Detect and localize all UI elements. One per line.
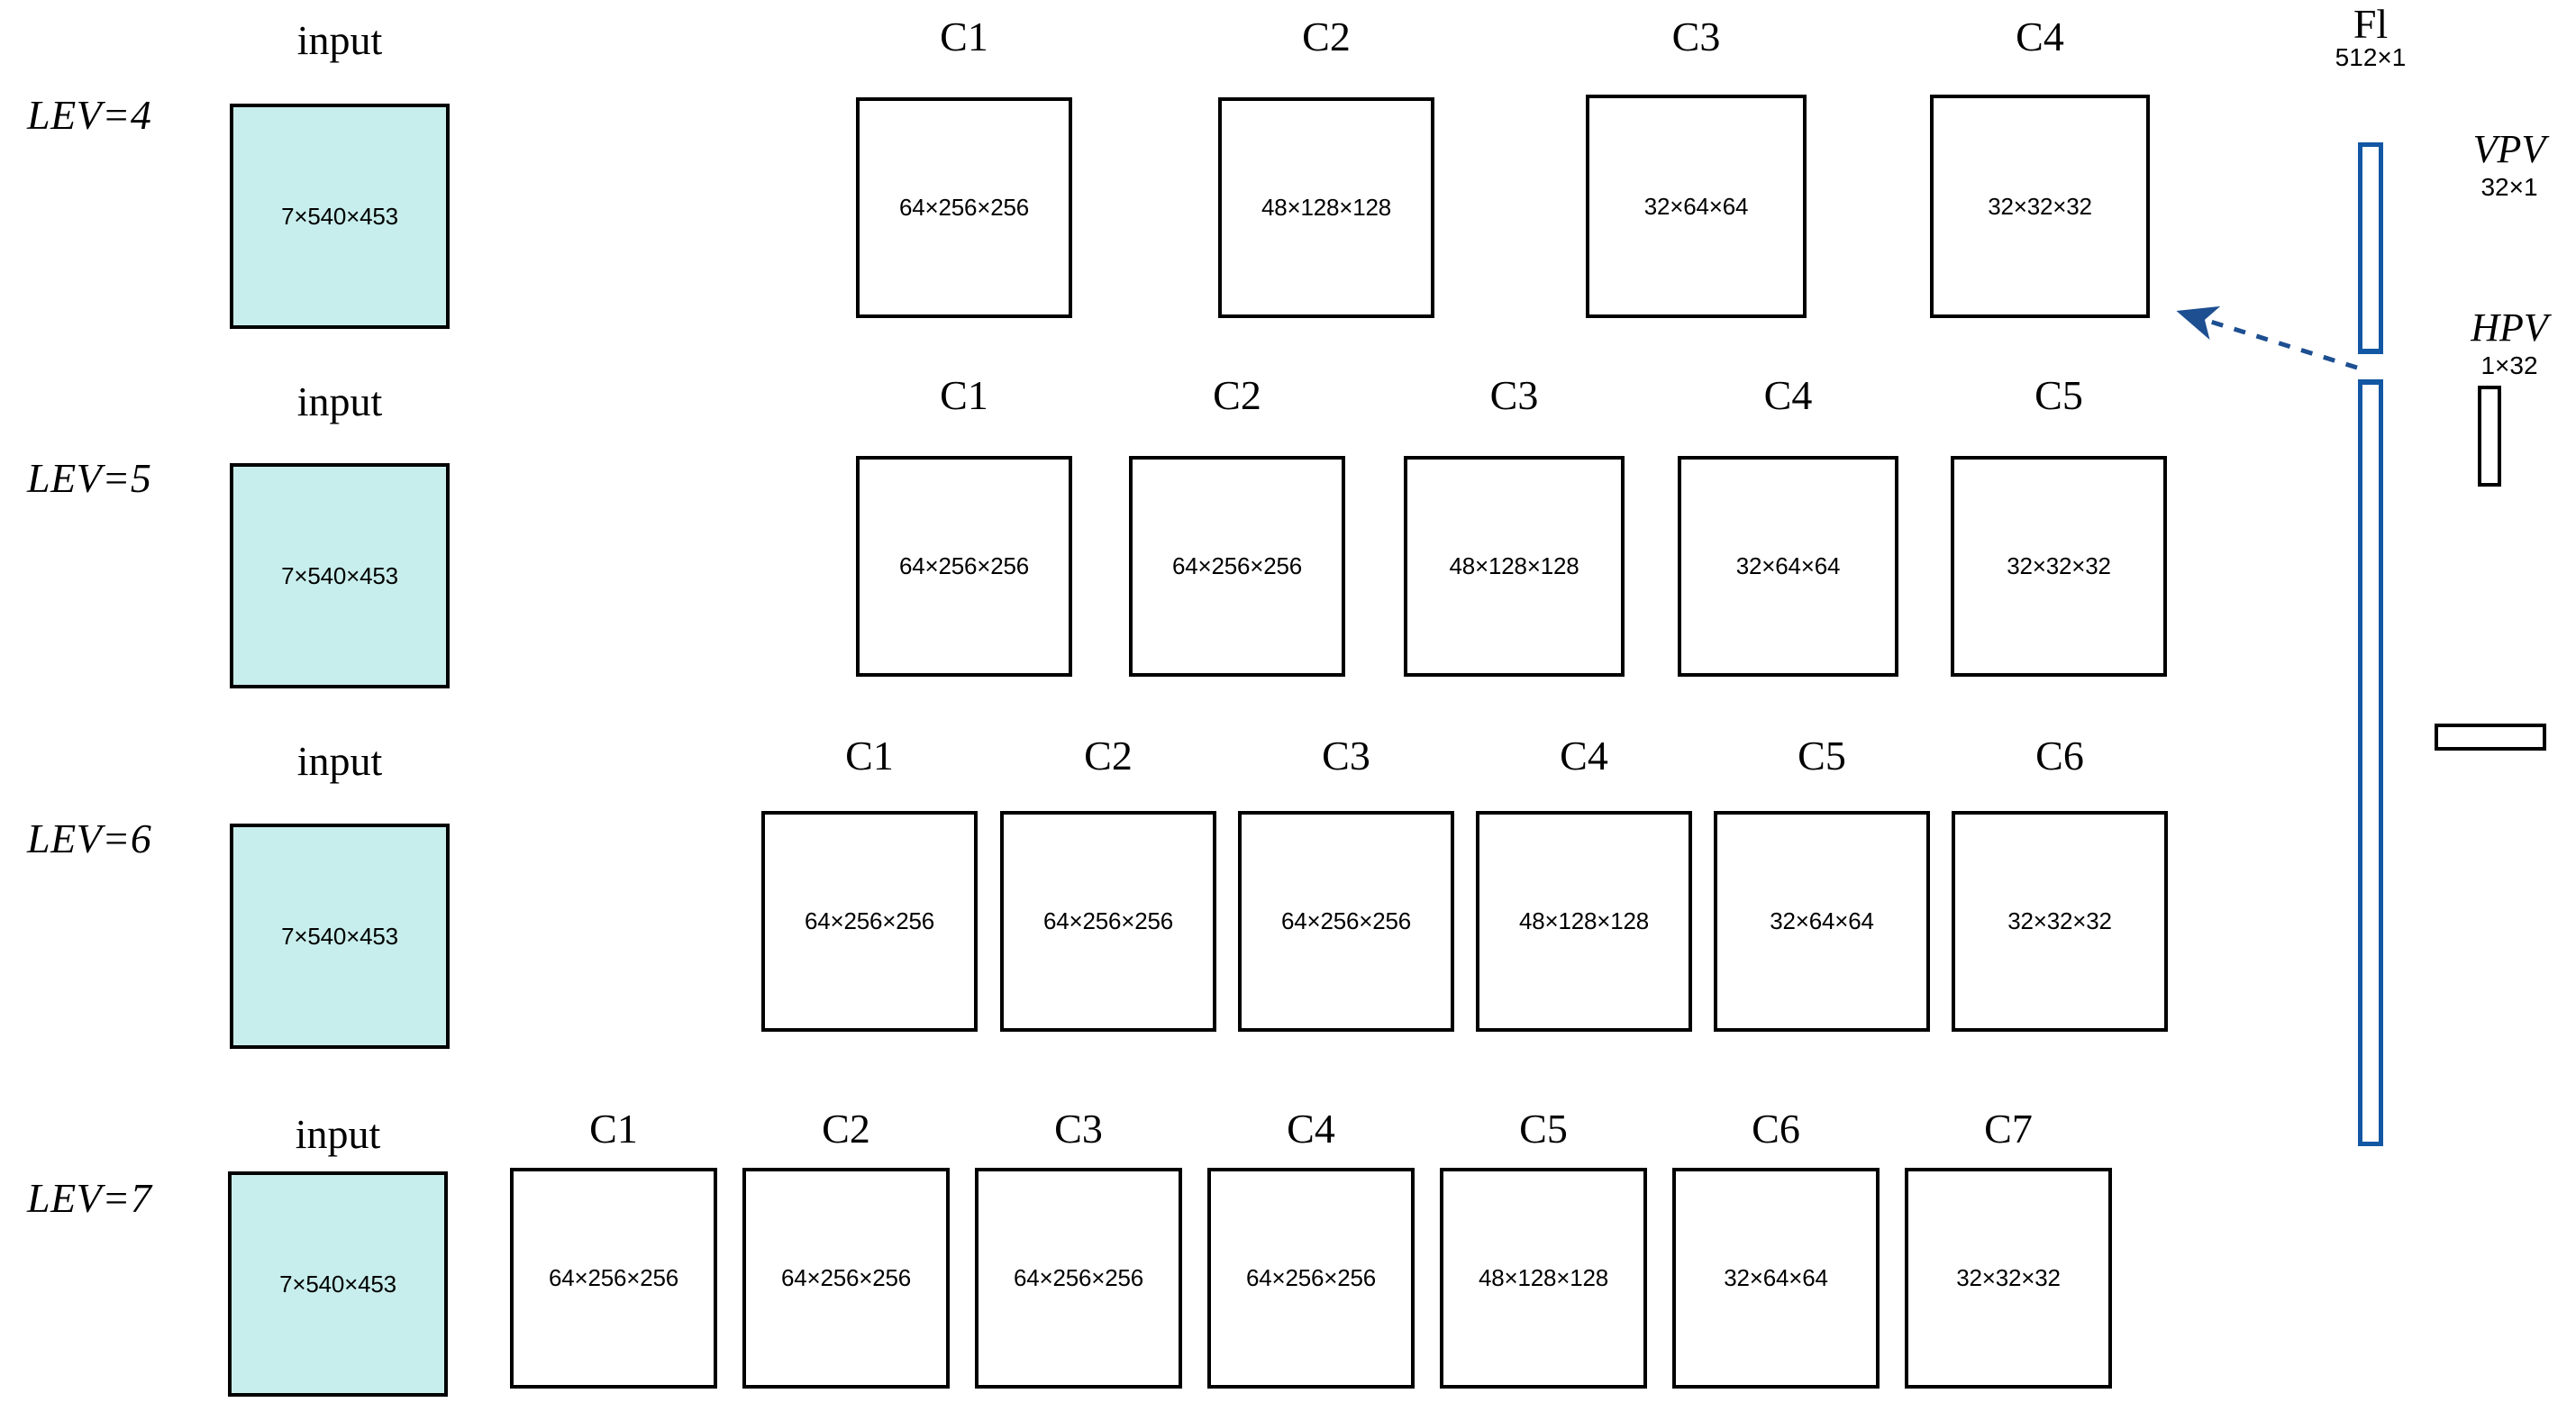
conv-block-row4-c7: 32×32×32 <box>1905 1168 2112 1389</box>
conv-block-row2-c5: 32×32×32 <box>1951 456 2167 677</box>
input-caption-row1: input <box>296 17 383 63</box>
conv-caption-row3-c6: C6 <box>2035 733 2084 779</box>
conv-dims-row4-c6: 32×64×64 <box>1724 1264 1828 1291</box>
vpv-vector-box <box>2478 386 2501 487</box>
conv-dims-row1-c3: 32×64×64 <box>1643 192 1749 220</box>
fi-label: Fl <box>2353 1 2389 47</box>
conv-caption-row4-c4: C4 <box>1287 1106 1335 1152</box>
conv-caption-row3-c2: C2 <box>1084 733 1133 779</box>
conv-caption-row1-c1: C1 <box>940 14 988 59</box>
conv-caption-row4-c5: C5 <box>1519 1106 1568 1152</box>
conv-caption-row4-c3: C3 <box>1054 1106 1103 1152</box>
hpv-label: HPV <box>2471 305 2548 350</box>
conv-caption-row2-c3: C3 <box>1489 372 1539 418</box>
conv-caption-row4-c2: C2 <box>822 1106 870 1152</box>
lev-label-row1: LEV=4 <box>27 92 152 138</box>
conv-caption-row4-c6: C6 <box>1752 1106 1800 1152</box>
vpv-pointer-arrow <box>2176 305 2358 370</box>
vpv-dims: 32×1 <box>2480 173 2538 201</box>
conv-block-row3-c4: 48×128×128 <box>1476 811 1692 1032</box>
conv-dims-row4-c7: 32×32×32 <box>1956 1264 2061 1291</box>
input-block-row3: 7×540×453 <box>230 824 450 1049</box>
conv-caption-row3-c3: C3 <box>1322 733 1370 779</box>
input-dims-row4: 7×540×453 <box>279 1270 396 1298</box>
input-caption-row2: input <box>296 378 383 424</box>
conv-block-row3-c6: 32×32×32 <box>1952 811 2168 1032</box>
conv-block-row2-c1: 64×256×256 <box>856 456 1072 677</box>
conv-dims-row1-c4: 32×32×32 <box>1988 192 2092 220</box>
conv-caption-row4-c7: C7 <box>1984 1106 2033 1152</box>
conv-block-row1-c2: 48×128×128 <box>1218 97 1434 318</box>
conv-caption-row3-c4: C4 <box>1560 733 1608 779</box>
conv-block-row1-c4: 32×32×32 <box>1930 95 2150 318</box>
input-dims-row1: 7×540×453 <box>281 202 398 230</box>
conv-dims-row3-c1: 64×256×256 <box>804 907 935 934</box>
conv-caption-row1-c4: C4 <box>2016 14 2064 59</box>
fi-feature-bar <box>2358 142 2383 1146</box>
conv-block-row4-c1: 64×256×256 <box>510 1168 717 1389</box>
vpv-label: VPV <box>2472 127 2546 171</box>
fi-dims: 512×1 <box>2335 43 2407 71</box>
conv-dims-row4-c3: 64×256×256 <box>1013 1264 1144 1291</box>
conv-block-row2-c2: 64×256×256 <box>1129 456 1345 677</box>
conv-dims-row2-c5: 32×32×32 <box>2007 552 2111 579</box>
lev-label-row3: LEV=6 <box>27 815 152 861</box>
conv-block-row3-c2: 64×256×256 <box>1000 811 1216 1032</box>
conv-caption-row2-c1: C1 <box>940 372 988 418</box>
conv-dims-row3-c3: 64×256×256 <box>1280 907 1412 934</box>
hpv-dims: 1×32 <box>2480 351 2538 379</box>
conv-dims-row2-c3: 48×128×128 <box>1449 552 1579 579</box>
conv-dims-row4-c1: 64×256×256 <box>548 1264 679 1291</box>
hpv-vector-box <box>2435 724 2546 751</box>
conv-block-row4-c4: 64×256×256 <box>1207 1168 1415 1389</box>
conv-block-row4-c6: 32×64×64 <box>1672 1168 1880 1389</box>
conv-block-row3-c1: 64×256×256 <box>761 811 978 1032</box>
conv-caption-row1-c2: C2 <box>1302 14 1351 59</box>
conv-block-row1-c1: 64×256×256 <box>856 97 1072 318</box>
conv-block-row4-c2: 64×256×256 <box>742 1168 950 1389</box>
conv-caption-row2-c4: C4 <box>1763 372 1813 418</box>
conv-block-row3-c3: 64×256×256 <box>1238 811 1454 1032</box>
lev-label-row4: LEV=7 <box>27 1175 152 1221</box>
conv-dims-row1-c1: 64×256×256 <box>898 194 1030 221</box>
input-caption-row4: input <box>295 1111 381 1157</box>
conv-dims-row1-c2: 48×128×128 <box>1261 194 1392 221</box>
conv-caption-row3-c5: C5 <box>1798 733 1846 779</box>
conv-block-row4-c5: 48×128×128 <box>1440 1168 1647 1389</box>
conv-block-row3-c5: 32×64×64 <box>1714 811 1930 1032</box>
conv-dims-row3-c6: 32×32×32 <box>2007 907 2112 934</box>
input-dims-row2: 7×540×453 <box>281 561 398 589</box>
conv-caption-row2-c5: C5 <box>2034 372 2083 418</box>
conv-dims-row2-c1: 64×256×256 <box>898 552 1030 579</box>
conv-block-row1-c3: 32×64×64 <box>1586 95 1807 318</box>
conv-caption-row3-c1: C1 <box>845 733 894 779</box>
conv-caption-row4-c1: C1 <box>589 1106 638 1152</box>
input-caption-row3: input <box>296 738 383 784</box>
input-dims-row3: 7×540×453 <box>281 922 398 950</box>
conv-block-row4-c3: 64×256×256 <box>975 1168 1182 1389</box>
conv-dims-row4-c2: 64×256×256 <box>780 1264 912 1291</box>
conv-dims-row3-c4: 48×128×128 <box>1518 907 1650 934</box>
conv-block-row2-c3: 48×128×128 <box>1404 456 1625 677</box>
input-block-row4: 7×540×453 <box>228 1171 448 1397</box>
conv-dims-row3-c5: 32×64×64 <box>1770 907 1874 934</box>
conv-dims-row4-c4: 64×256×256 <box>1245 1264 1377 1291</box>
conv-block-row2-c4: 32×64×64 <box>1678 456 1898 677</box>
conv-caption-row2-c2: C2 <box>1213 372 1261 418</box>
conv-dims-row3-c2: 64×256×256 <box>1042 907 1174 934</box>
conv-dims-row2-c4: 32×64×64 <box>1735 552 1841 579</box>
conv-dims-row4-c5: 48×128×128 <box>1478 1264 1609 1291</box>
input-block-row2: 7×540×453 <box>230 463 450 688</box>
conv-dims-row2-c2: 64×256×256 <box>1171 552 1303 579</box>
fi-highlighted-segment <box>2358 349 2383 385</box>
input-block-row1: 7×540×453 <box>230 104 450 329</box>
lev-label-row2: LEV=5 <box>27 455 152 501</box>
conv-caption-row1-c3: C3 <box>1671 14 1721 59</box>
